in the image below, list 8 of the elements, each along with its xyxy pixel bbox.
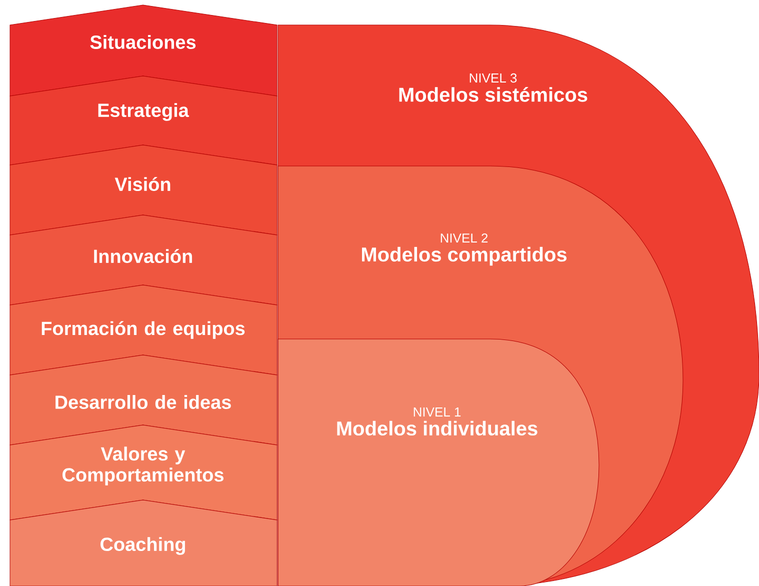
chevron-band: Coaching [10,500,278,586]
chevron-band: Formación de equipos [10,284,278,376]
chevron-band: Desarrollo de ideas [10,354,278,446]
chevron-band: Situaciones [10,4,278,96]
chevron-band: Estrategia [10,76,278,166]
chevron-band: Visión [10,144,278,236]
chevron-band: Valores y Comportamientos [10,424,278,520]
chevron-band: Innovación [10,214,278,306]
